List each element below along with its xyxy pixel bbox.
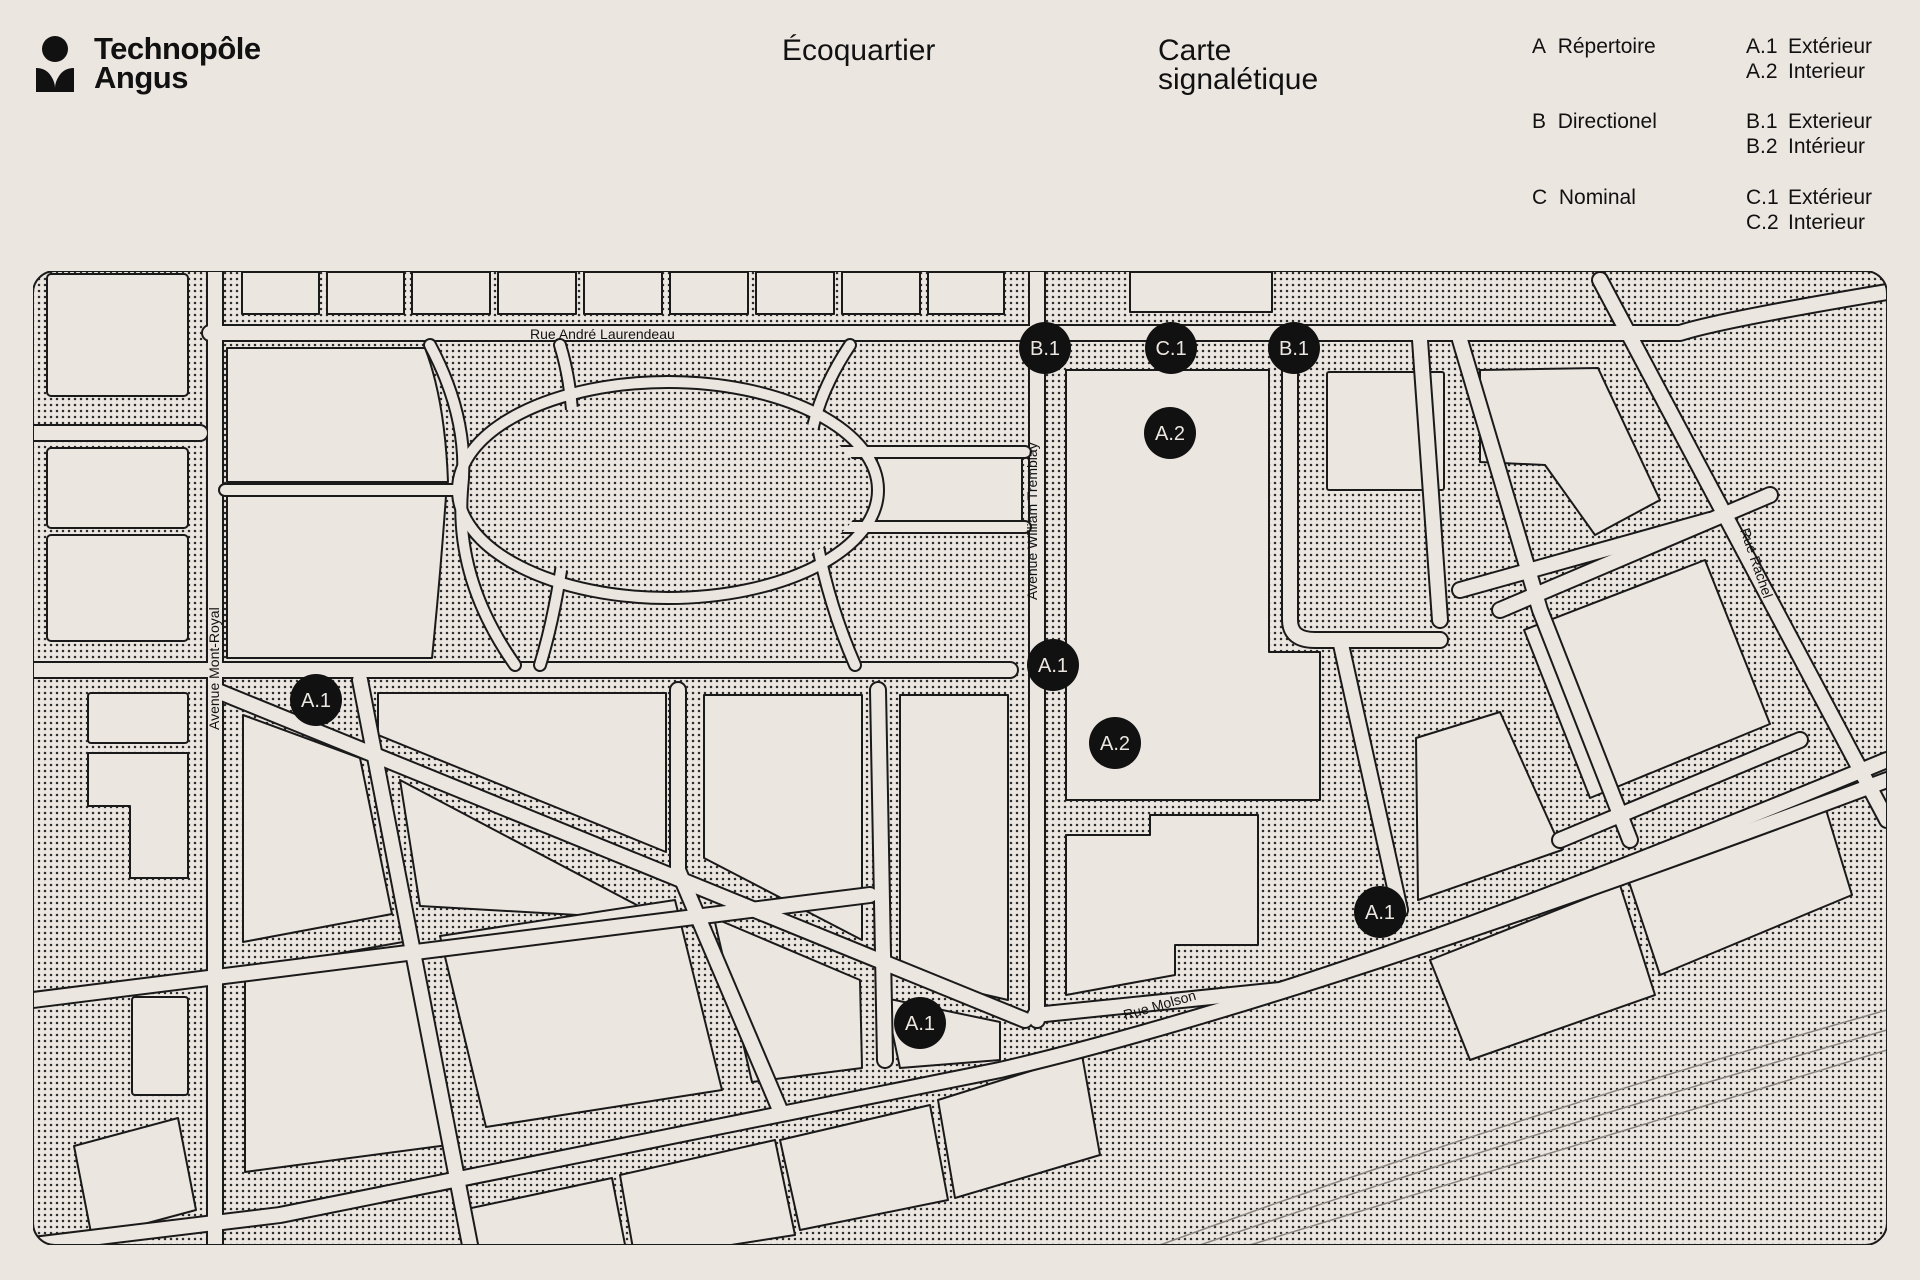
sign-marker-dot xyxy=(1354,886,1406,938)
sign-marker-label: A.1 xyxy=(905,1013,935,1035)
section-title: Écoquartier xyxy=(782,34,936,67)
page-title: Carte signalétique xyxy=(1158,34,1319,96)
sign-marker-dot xyxy=(1019,322,1071,374)
sign-marker-dot xyxy=(1027,639,1079,691)
brand-name-line1: Technopôle xyxy=(94,31,261,66)
sign-marker-dot xyxy=(1089,717,1141,769)
street-label-william-tremblay: Avenue William Tremblay xyxy=(1024,442,1040,600)
legend-category-label: Répertoire xyxy=(1557,35,1656,58)
street-label-mont-royal: Avenue Mont-Royal xyxy=(206,607,222,730)
technopole-angus-logo-icon xyxy=(36,36,74,92)
legend-category-c: C Nominal xyxy=(1532,185,1636,210)
sign-marker-label: A.2 xyxy=(1100,733,1130,755)
site-map[interactable]: Rue André Laurendeau Avenue William Trem… xyxy=(33,271,1887,1245)
map-blocks xyxy=(46,271,1853,1245)
sign-marker-dot xyxy=(1144,407,1196,459)
legend-category-label: Directionel xyxy=(1557,110,1657,133)
legend-category-label: Nominal xyxy=(1558,186,1636,209)
map-railway xyxy=(1159,1009,1887,1245)
sign-marker-label: A.2 xyxy=(1155,423,1185,445)
sign-marker-b-1[interactable]: B.1 xyxy=(1019,322,1071,374)
sign-marker-label: A.1 xyxy=(301,690,331,712)
sign-marker-dot xyxy=(1145,322,1197,374)
legend-category-a: A Répertoire xyxy=(1532,34,1656,59)
sign-marker-dot xyxy=(894,997,946,1049)
sign-marker-dot xyxy=(1268,322,1320,374)
brand-logo: Technopôle Angus xyxy=(34,31,294,96)
sign-marker-label: A.1 xyxy=(1038,655,1068,677)
street-label-andre-laurendeau: Rue André Laurendeau xyxy=(530,326,675,342)
page-title-line1: Carte xyxy=(1158,34,1232,67)
sign-marker-dot xyxy=(290,674,342,726)
brand-name: Technopôle Angus xyxy=(94,31,261,95)
sign-marker-a-1[interactable]: A.1 xyxy=(1354,886,1406,938)
legend-category-code: C xyxy=(1532,186,1548,209)
sign-marker-label: B.1 xyxy=(1279,338,1309,360)
legend-category-code: B xyxy=(1532,110,1547,133)
legend-category-b: B Directionel xyxy=(1532,109,1657,134)
sign-marker-a-1[interactable]: A.1 xyxy=(1027,639,1079,691)
sign-marker-a-2[interactable]: A.2 xyxy=(1144,407,1196,459)
map-streets xyxy=(33,271,1887,1245)
map-park-paths xyxy=(218,338,1032,672)
sign-marker-a-1[interactable]: A.1 xyxy=(290,674,342,726)
sign-marker-label: B.1 xyxy=(1030,338,1060,360)
sign-marker-label: C.1 xyxy=(1155,338,1186,360)
legend-category-code: A xyxy=(1532,35,1547,58)
sign-marker-c-1[interactable]: C.1 xyxy=(1145,322,1197,374)
brand-name-line2: Angus xyxy=(94,60,188,95)
sign-marker-a-1[interactable]: A.1 xyxy=(894,997,946,1049)
page-title-line2: signalétique xyxy=(1158,63,1319,96)
sign-marker-b-1[interactable]: B.1 xyxy=(1268,322,1320,374)
sign-marker-a-2[interactable]: A.2 xyxy=(1089,717,1141,769)
sign-marker-label: A.1 xyxy=(1365,902,1395,924)
